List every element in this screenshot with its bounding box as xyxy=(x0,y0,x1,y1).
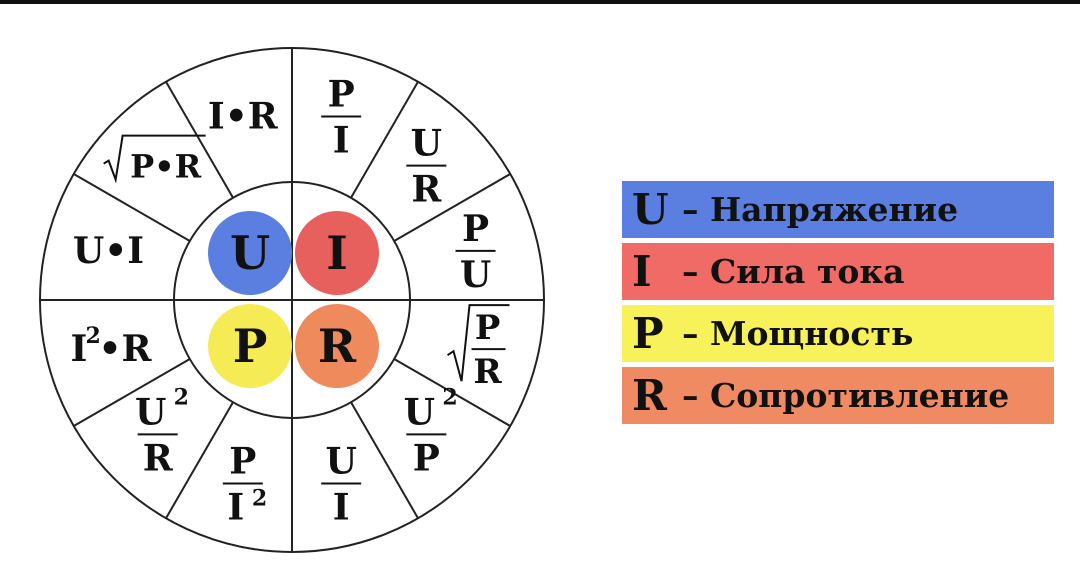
formula-denominator: U xyxy=(460,254,491,296)
spoke-line xyxy=(73,358,191,427)
formula-denominator: I xyxy=(227,487,244,529)
formula-segment-10: U•I xyxy=(73,230,144,272)
center-symbol-r: R xyxy=(318,319,357,373)
formula-numerator: U xyxy=(404,391,435,433)
formula-exponent: 2 xyxy=(174,384,189,410)
legend-text-p: – Мощность xyxy=(682,314,914,353)
spoke-line xyxy=(393,173,511,242)
formula-segment-2: UR xyxy=(406,123,447,211)
formula-rest: •R xyxy=(98,328,152,370)
formula-segment-4: PR xyxy=(446,304,510,392)
legend-text-i: – Сила тока xyxy=(682,252,905,291)
formula-text: U•I xyxy=(73,230,144,272)
spoke-line xyxy=(393,358,511,427)
formula-base: I xyxy=(70,328,87,370)
formula-text: I•R xyxy=(208,95,279,137)
center-symbol-i: I xyxy=(326,226,348,280)
legend-symbol-u: U xyxy=(632,185,669,234)
center-circle-u: U xyxy=(208,211,292,295)
formula-exponent: 2 xyxy=(85,323,100,349)
legend-row-p: P – Мощность xyxy=(622,305,1054,362)
formula-radicand: P•R xyxy=(130,148,202,186)
center-circle-p-fill xyxy=(208,304,292,388)
top-border xyxy=(0,0,1080,4)
formula-denominator: R xyxy=(143,437,174,479)
legend-symbol-i: I xyxy=(632,247,652,296)
formula-denominator: R xyxy=(473,352,502,392)
legend-text-r: – Сопротивление xyxy=(682,376,1010,415)
formula-denominator: R xyxy=(411,169,442,211)
legend-text-u: – Напряжение xyxy=(682,190,959,229)
formula-numerator: U xyxy=(411,123,442,165)
formula-numerator: U xyxy=(135,391,166,433)
center-circle-u-fill xyxy=(208,211,292,295)
spoke-line xyxy=(165,81,234,199)
spoke-line xyxy=(73,173,191,242)
formula-numerator: P xyxy=(462,208,489,250)
radical-sign xyxy=(446,304,510,382)
formula-segment-3: PU xyxy=(455,208,496,296)
formula-exponent: 2 xyxy=(442,384,457,410)
formula-exponent: 2 xyxy=(252,486,267,512)
formula-numerator: U xyxy=(325,441,356,483)
spoke-line xyxy=(165,401,234,519)
formula-segment-11: P•R xyxy=(103,134,206,186)
center-circle-p: P xyxy=(208,304,292,388)
legend-row-i: I – Сила тока xyxy=(622,243,1054,300)
center-circle-r-fill xyxy=(295,304,379,388)
legend-symbol-r: R xyxy=(632,371,667,420)
formula-segment-1: PI xyxy=(321,73,362,161)
center-symbol-p: P xyxy=(233,319,268,373)
formula-denominator: P xyxy=(413,437,440,479)
spoke-line xyxy=(350,401,419,519)
formula-denominator: I xyxy=(333,119,350,161)
formula-numerator: P xyxy=(229,441,256,483)
formula-denominator: I xyxy=(333,487,350,529)
formula-segment-9: I2•R xyxy=(70,323,152,370)
legend: U – Напряжение I – Сила тока P – Мощност… xyxy=(622,181,1054,429)
radical-sign xyxy=(103,134,206,184)
formula-numerator: P xyxy=(328,73,355,115)
spokes xyxy=(40,48,544,552)
legend-row-u: U – Напряжение xyxy=(622,181,1054,238)
formula-numerator: P xyxy=(475,308,501,348)
center-circle-r: R xyxy=(295,304,379,388)
center-circle-i: I xyxy=(295,211,379,295)
legend-symbol-p: P xyxy=(632,309,664,358)
center-circle-i-fill xyxy=(295,211,379,295)
spoke-line xyxy=(350,81,419,199)
center-symbol-u: U xyxy=(230,226,270,280)
legend-row-r: R – Сопротивление xyxy=(622,367,1054,424)
formula-segment-6: UI xyxy=(321,441,362,529)
formula-segment-12: I•R xyxy=(208,95,279,137)
